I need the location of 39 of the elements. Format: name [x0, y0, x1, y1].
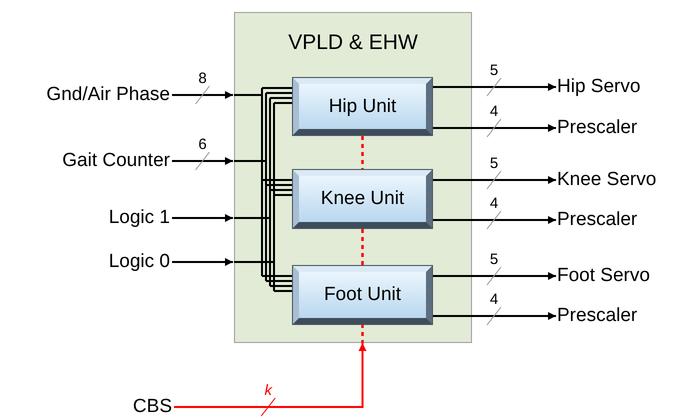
dashed-connector: [361, 136, 364, 169]
unit-block: Knee Unit: [293, 170, 432, 228]
edge-label: 5: [490, 156, 498, 172]
arrow: [432, 272, 556, 280]
arrow: [172, 157, 233, 165]
arrow: [432, 312, 556, 320]
edge-label: 8: [198, 71, 207, 87]
unit-block: Hip Unit: [293, 78, 432, 135]
edge-label: k: [264, 383, 272, 399]
input-signal-label: Logic 0: [4, 251, 170, 273]
output-signal-label: Knee Servo: [557, 169, 675, 191]
arrow: [432, 216, 556, 224]
dashed-connector: [361, 229, 364, 265]
edge-label: 6: [198, 137, 207, 153]
output-signal-label: Prescaler: [557, 117, 675, 139]
arrow: [172, 214, 233, 222]
arrow: [174, 343, 366, 408]
arrow: [432, 83, 556, 91]
input-signal-label: Logic 1: [4, 207, 170, 229]
output-signal-label: Prescaler: [557, 209, 675, 231]
edge-label: 5: [490, 63, 498, 79]
system-block: [234, 12, 472, 343]
edge-label: 5: [490, 252, 498, 268]
edge-label: 4: [490, 292, 498, 308]
arrow: [172, 258, 233, 266]
unit-block: Foot Unit: [293, 266, 432, 324]
input-signal-label: CBS: [124, 396, 172, 418]
input-signal-label: Gait Counter: [4, 150, 170, 172]
arrow: [432, 124, 556, 132]
edge-label: 4: [490, 104, 498, 120]
output-signal-label: Prescaler: [557, 305, 675, 327]
dashed-connector: [361, 324, 364, 343]
arrow: [172, 91, 233, 99]
output-signal-label: Foot Servo: [557, 265, 675, 287]
arrow: [432, 176, 556, 184]
output-signal-label: Hip Servo: [557, 76, 675, 98]
input-signal-label: Gnd/Air Phase: [4, 84, 170, 106]
block-title: VPLD & EHW: [287, 31, 419, 55]
edge-label: 4: [490, 196, 498, 212]
